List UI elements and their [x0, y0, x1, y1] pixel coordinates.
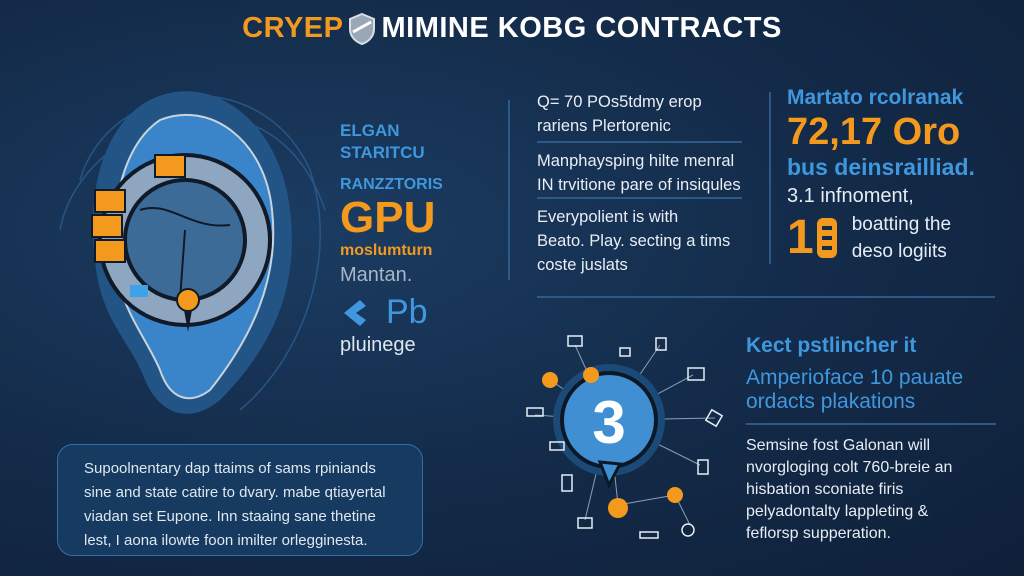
island-map-illustration [59, 91, 326, 414]
left-line-3: RANZZTORIS [340, 176, 443, 193]
device-icon [655, 337, 667, 351]
info-box: Supoolnentary dap ttaims of sams rpinian… [57, 444, 423, 556]
gpu-label: GPU [340, 193, 436, 242]
phone-icon [697, 459, 709, 475]
left-text-column: ELGAN STARITCU RANZZTORIS GPU moslumturn… [340, 120, 443, 357]
node-dot [542, 372, 558, 388]
stats-desc: boatting the [851, 213, 952, 235]
user-icon [681, 523, 695, 537]
laptop-icon [526, 407, 544, 417]
left-gray-sub: Mantan. [340, 264, 413, 286]
feature-heading: Kect pstlincher it [746, 334, 917, 357]
arrow-left-icon [344, 299, 366, 326]
title-rest: MIMINE KOBG CONTRACTS [381, 12, 782, 44]
network-diagram: 3 [526, 335, 724, 539]
divider [508, 100, 510, 280]
keyboard-icon [639, 531, 659, 539]
monitor-icon [687, 367, 705, 381]
left-line-1: ELGAN [340, 121, 400, 140]
stats-panel: Martato rcolranak 72,17 Oro bus deinsrai… [787, 86, 975, 265]
stats-note: 3.1 infnoment, [787, 185, 914, 207]
lock-icon [619, 347, 631, 357]
shield-icon [349, 13, 376, 46]
left-foot: pluinege [340, 334, 416, 356]
stats-desc: deso logiits [851, 240, 947, 262]
stats-value: 72,17 Oro [787, 111, 961, 153]
node-dot [583, 367, 599, 383]
stats-subheading: bus deinsrailliad. [787, 154, 975, 180]
divider [537, 197, 742, 199]
battery-icon [561, 474, 573, 492]
stats-big-number: 1 [787, 211, 814, 264]
node-dot [667, 487, 683, 503]
coin-stack-icon [816, 217, 837, 258]
router-icon [549, 441, 565, 451]
network-center-symbol: 3 [592, 389, 625, 456]
divider [537, 141, 742, 143]
node-dot [608, 498, 628, 518]
server-icon [567, 335, 583, 347]
divider [537, 296, 995, 298]
chip-icon [704, 408, 724, 428]
screen-icon [577, 517, 593, 529]
divider [769, 92, 771, 264]
title-brand: CRYEP [242, 12, 344, 44]
feature-panel: Kect pstlincher it Amperioface 10 pauate… [746, 334, 996, 545]
left-orange-sub: moslumturn [340, 242, 433, 259]
page-title: CRYEP MIMINE KOBG CONTRACTS [0, 12, 1024, 46]
left-code: Pb [386, 293, 428, 331]
divider [746, 423, 996, 425]
left-line-2: STARITCU [340, 143, 425, 162]
stats-heading: Martato rcolranak [787, 86, 964, 109]
